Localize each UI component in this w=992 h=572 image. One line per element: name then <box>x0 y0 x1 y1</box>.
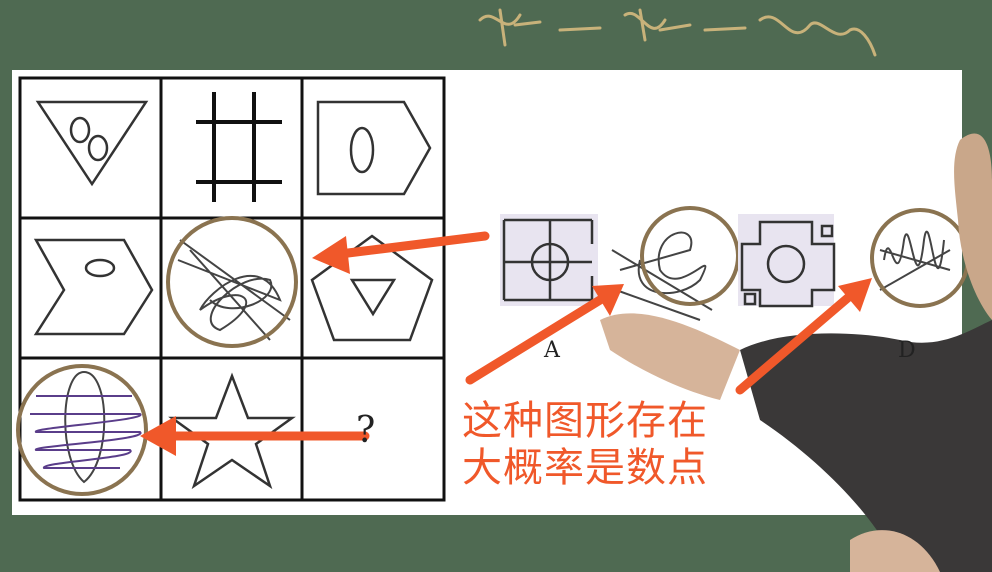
cell-spring-circled <box>16 364 148 496</box>
cell-triangle-two-ovals <box>35 100 149 187</box>
option-d-label: D <box>898 338 916 363</box>
cell-scribble-circled <box>166 216 298 348</box>
puzzle-grid <box>18 76 446 502</box>
cell-pentagon-triangle <box>310 234 434 342</box>
annotation-text: 这种图形存在 大概率是数点 <box>462 398 762 492</box>
option-a-figure <box>500 214 598 306</box>
option-c-figure <box>738 214 836 308</box>
annotation-line-1: 这种图形存在 <box>462 398 708 444</box>
annotation-line-2: 大概率是数点 <box>462 445 708 491</box>
cell-arrow-pentagon-oval <box>316 100 432 196</box>
chalk-scribble <box>478 8 877 57</box>
cell-chevron-oval <box>33 238 154 336</box>
option-a-label: A <box>544 338 560 363</box>
cell-hash-lines <box>196 92 282 202</box>
presenter <box>600 133 992 572</box>
annotation-arrows <box>140 231 872 456</box>
cell-star <box>168 372 296 490</box>
question-mark: ? <box>356 410 376 451</box>
